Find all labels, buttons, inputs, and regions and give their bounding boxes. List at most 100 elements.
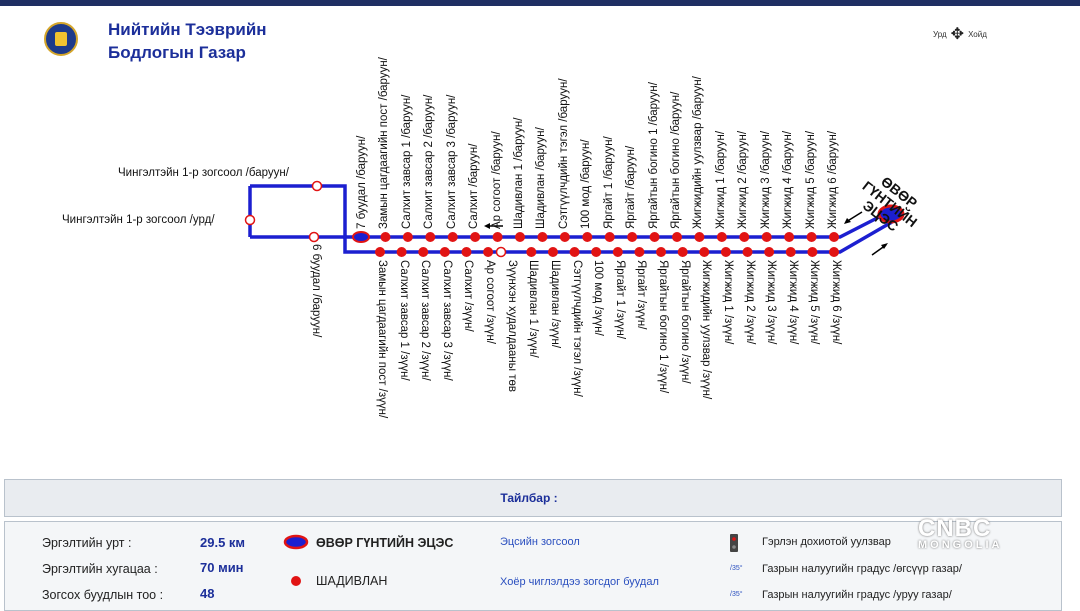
stop-label-bottom: 100 мод /зүүн/ [592, 260, 605, 336]
stop-label-top: Салхит завсар 1 /баруун/ [400, 94, 413, 229]
legend-two-way-stop: Хоёр чиглэлдээ зогсдог буудал [500, 576, 659, 588]
stop-dot-top [649, 232, 660, 242]
stop-label-bottom: Зүүнхэн худалдааны төв [505, 260, 518, 392]
stop-label-bottom: Жигжид 4 /зүүн/ [786, 260, 799, 345]
stop-dot-top [559, 232, 570, 242]
stop-dot-top [425, 232, 436, 242]
stop-label-top: Жигжид 5 /баруун/ [804, 130, 817, 229]
stat-stops-value: 48 [200, 586, 215, 601]
stop-dot-top [761, 232, 772, 242]
stop-label-bottom: Жигжид 6 /зүүн/ [830, 260, 842, 345]
stop-dot-top [492, 232, 503, 242]
stop-dot-top [470, 232, 481, 242]
stat-duration-value: 70 мин [200, 560, 244, 575]
legend-title: Тайлбар : [500, 491, 558, 505]
stop-label-bottom: Шадивлан /зүүн/ [548, 260, 561, 349]
stop-dot-bottom [569, 247, 580, 257]
stop-dot-top [672, 232, 682, 242]
legend-slope-up: Газрын налуугийн градус /өгсүүр газар/ [762, 563, 962, 575]
compass-right-label: Хойд [968, 29, 987, 39]
stop-label-chingeltei-top: Чингэлтэйн 1-р зогсоол /баруун/ [118, 167, 289, 179]
stop-label-top: Жигжид 2 /баруун/ [737, 130, 750, 229]
stop-zuunkhen-terminal [495, 246, 507, 258]
stop-dot-top [694, 232, 705, 242]
stop-label-bottom: Салхит завсар 3 /зүүн/ [440, 260, 453, 381]
stop-dot-top [806, 232, 817, 242]
stop-chingeltei-top [311, 180, 323, 192]
stop-dot-bottom [396, 247, 407, 257]
traffic-light-gray-icon [732, 545, 736, 549]
compass-icon: ✥ [950, 26, 965, 43]
stop-dot-top [515, 232, 525, 242]
stop-dot-bottom [742, 247, 753, 257]
stop-label-top: Салхит завсар 3 /баруун/ [445, 94, 458, 229]
stat-stops-label: Зогсох буудлын тоо : [42, 588, 164, 602]
stop-dot-top [402, 232, 413, 242]
stop-label-top: Жигжид 3 /баруун/ [759, 130, 772, 229]
stop-label-top: Яргайтын богино /баруун/ [670, 91, 682, 229]
stop-label-bottom: Жигжид 5 /зүүн/ [808, 260, 821, 345]
stop-label-top: Шадивлан 1 /баруун/ [513, 117, 525, 229]
legend-traffic-light: Гэрлэн дохиотой уулзвар [762, 536, 891, 548]
route-map [244, 180, 905, 258]
stop-dot-top [829, 232, 839, 242]
stop-dot-bottom [375, 247, 385, 257]
stop-dot-bottom [461, 247, 472, 257]
stop-dot-bottom [418, 247, 429, 257]
stop-label-bottom: Яргайтын богино /зүүн/ [678, 260, 691, 384]
stop-label-bottom: Жигжид 1 /зүүн/ [721, 260, 734, 345]
direction-arrowhead-lower-right [881, 243, 888, 249]
stop-dot-bottom [764, 247, 775, 257]
legend-slope-down: Газрын налуугийн градус /уруу газар/ [762, 589, 952, 601]
stop-dot-top [739, 232, 750, 242]
stat-duration-label: Эргэлтийн хугацаа : [42, 562, 158, 576]
legend-slope-up-value: /35° [730, 565, 743, 572]
terminal-marker [877, 204, 905, 224]
stop-label-bottom: Замын цагдаагийн пост /зүүн/ [376, 260, 388, 419]
stop-label-top: 100 мод /баруун/ [580, 139, 593, 229]
stop-dot-bottom [829, 247, 839, 257]
stop-dot-top [627, 232, 638, 242]
stop-dot-bottom [699, 247, 710, 257]
stop-dot-top [380, 232, 391, 242]
legend-terminal-label: ӨВӨР ГҮНТИЙН ЭЦЭС [316, 536, 454, 550]
stop-dot-bottom [547, 247, 558, 257]
stop-label-bottom: Салхит завсар 2 /зүүн/ [419, 260, 432, 381]
direction-arrowhead [484, 223, 490, 229]
legend-terminal-icon [283, 534, 309, 550]
stop-chingeltei-mid [244, 214, 256, 226]
stop-label-bottom: Салхит /зүүн/ [462, 260, 475, 332]
stop-dot-top [447, 232, 458, 242]
stop-label-bottom: Шадивлан 1 /зүүн/ [527, 260, 540, 358]
stop-label-top: Жигжид 6 /баруун/ [827, 130, 839, 229]
stop-label-top: Ар согоот /баруун/ [490, 131, 503, 229]
stop-dot-top [604, 232, 615, 242]
stop-dot-bottom [656, 247, 667, 257]
stop-label-top: Жигжид 4 /баруун/ [782, 130, 795, 229]
stop-label-bottom: Яргайт /зүүн/ [635, 260, 648, 330]
compass-left-label: Урд [933, 29, 947, 39]
stop-dot-bottom [483, 247, 494, 257]
stop-label-top: Яргайт /баруун/ [625, 145, 638, 229]
stat-length-label: Эргэлтийн урт : [42, 536, 132, 550]
stop-dot-bottom [526, 247, 537, 257]
stop-label-bottom: Жигжидийн уулзвар /зүүн/ [700, 260, 713, 400]
stop-dot-bottom [720, 247, 731, 257]
stop-label-top: Яргайтын богино 1 /баруун/ [647, 82, 660, 229]
stop-dot-bottom [785, 247, 796, 257]
legend-symbols [283, 534, 738, 586]
stop-label-bottom: Сэтгүүлчдийн тэгэл /зүүн/ [570, 260, 583, 397]
stop-label-bottom: Салхит завсар 1 /зүүн/ [397, 260, 410, 381]
stop-dot-bottom [439, 247, 450, 257]
stop-label-top: Салхит завсар 2 /баруун/ [423, 94, 436, 229]
stop-label-bottom: Ар согоот /зүүн/ [484, 260, 497, 344]
stop-dot-top [716, 232, 727, 242]
stop-dot-bottom [591, 247, 602, 257]
traffic-light-red-icon [732, 537, 736, 541]
stop-label-bottom: Яргайт 1 /зүүн/ [613, 260, 626, 340]
stop-label-6-buudal: 6 буудал /баруун/ [310, 244, 322, 338]
stop-dot-top [537, 232, 548, 242]
stop-dot-top [784, 232, 795, 242]
stop-6-buudal [308, 231, 320, 243]
legend-header-box [4, 479, 1062, 517]
